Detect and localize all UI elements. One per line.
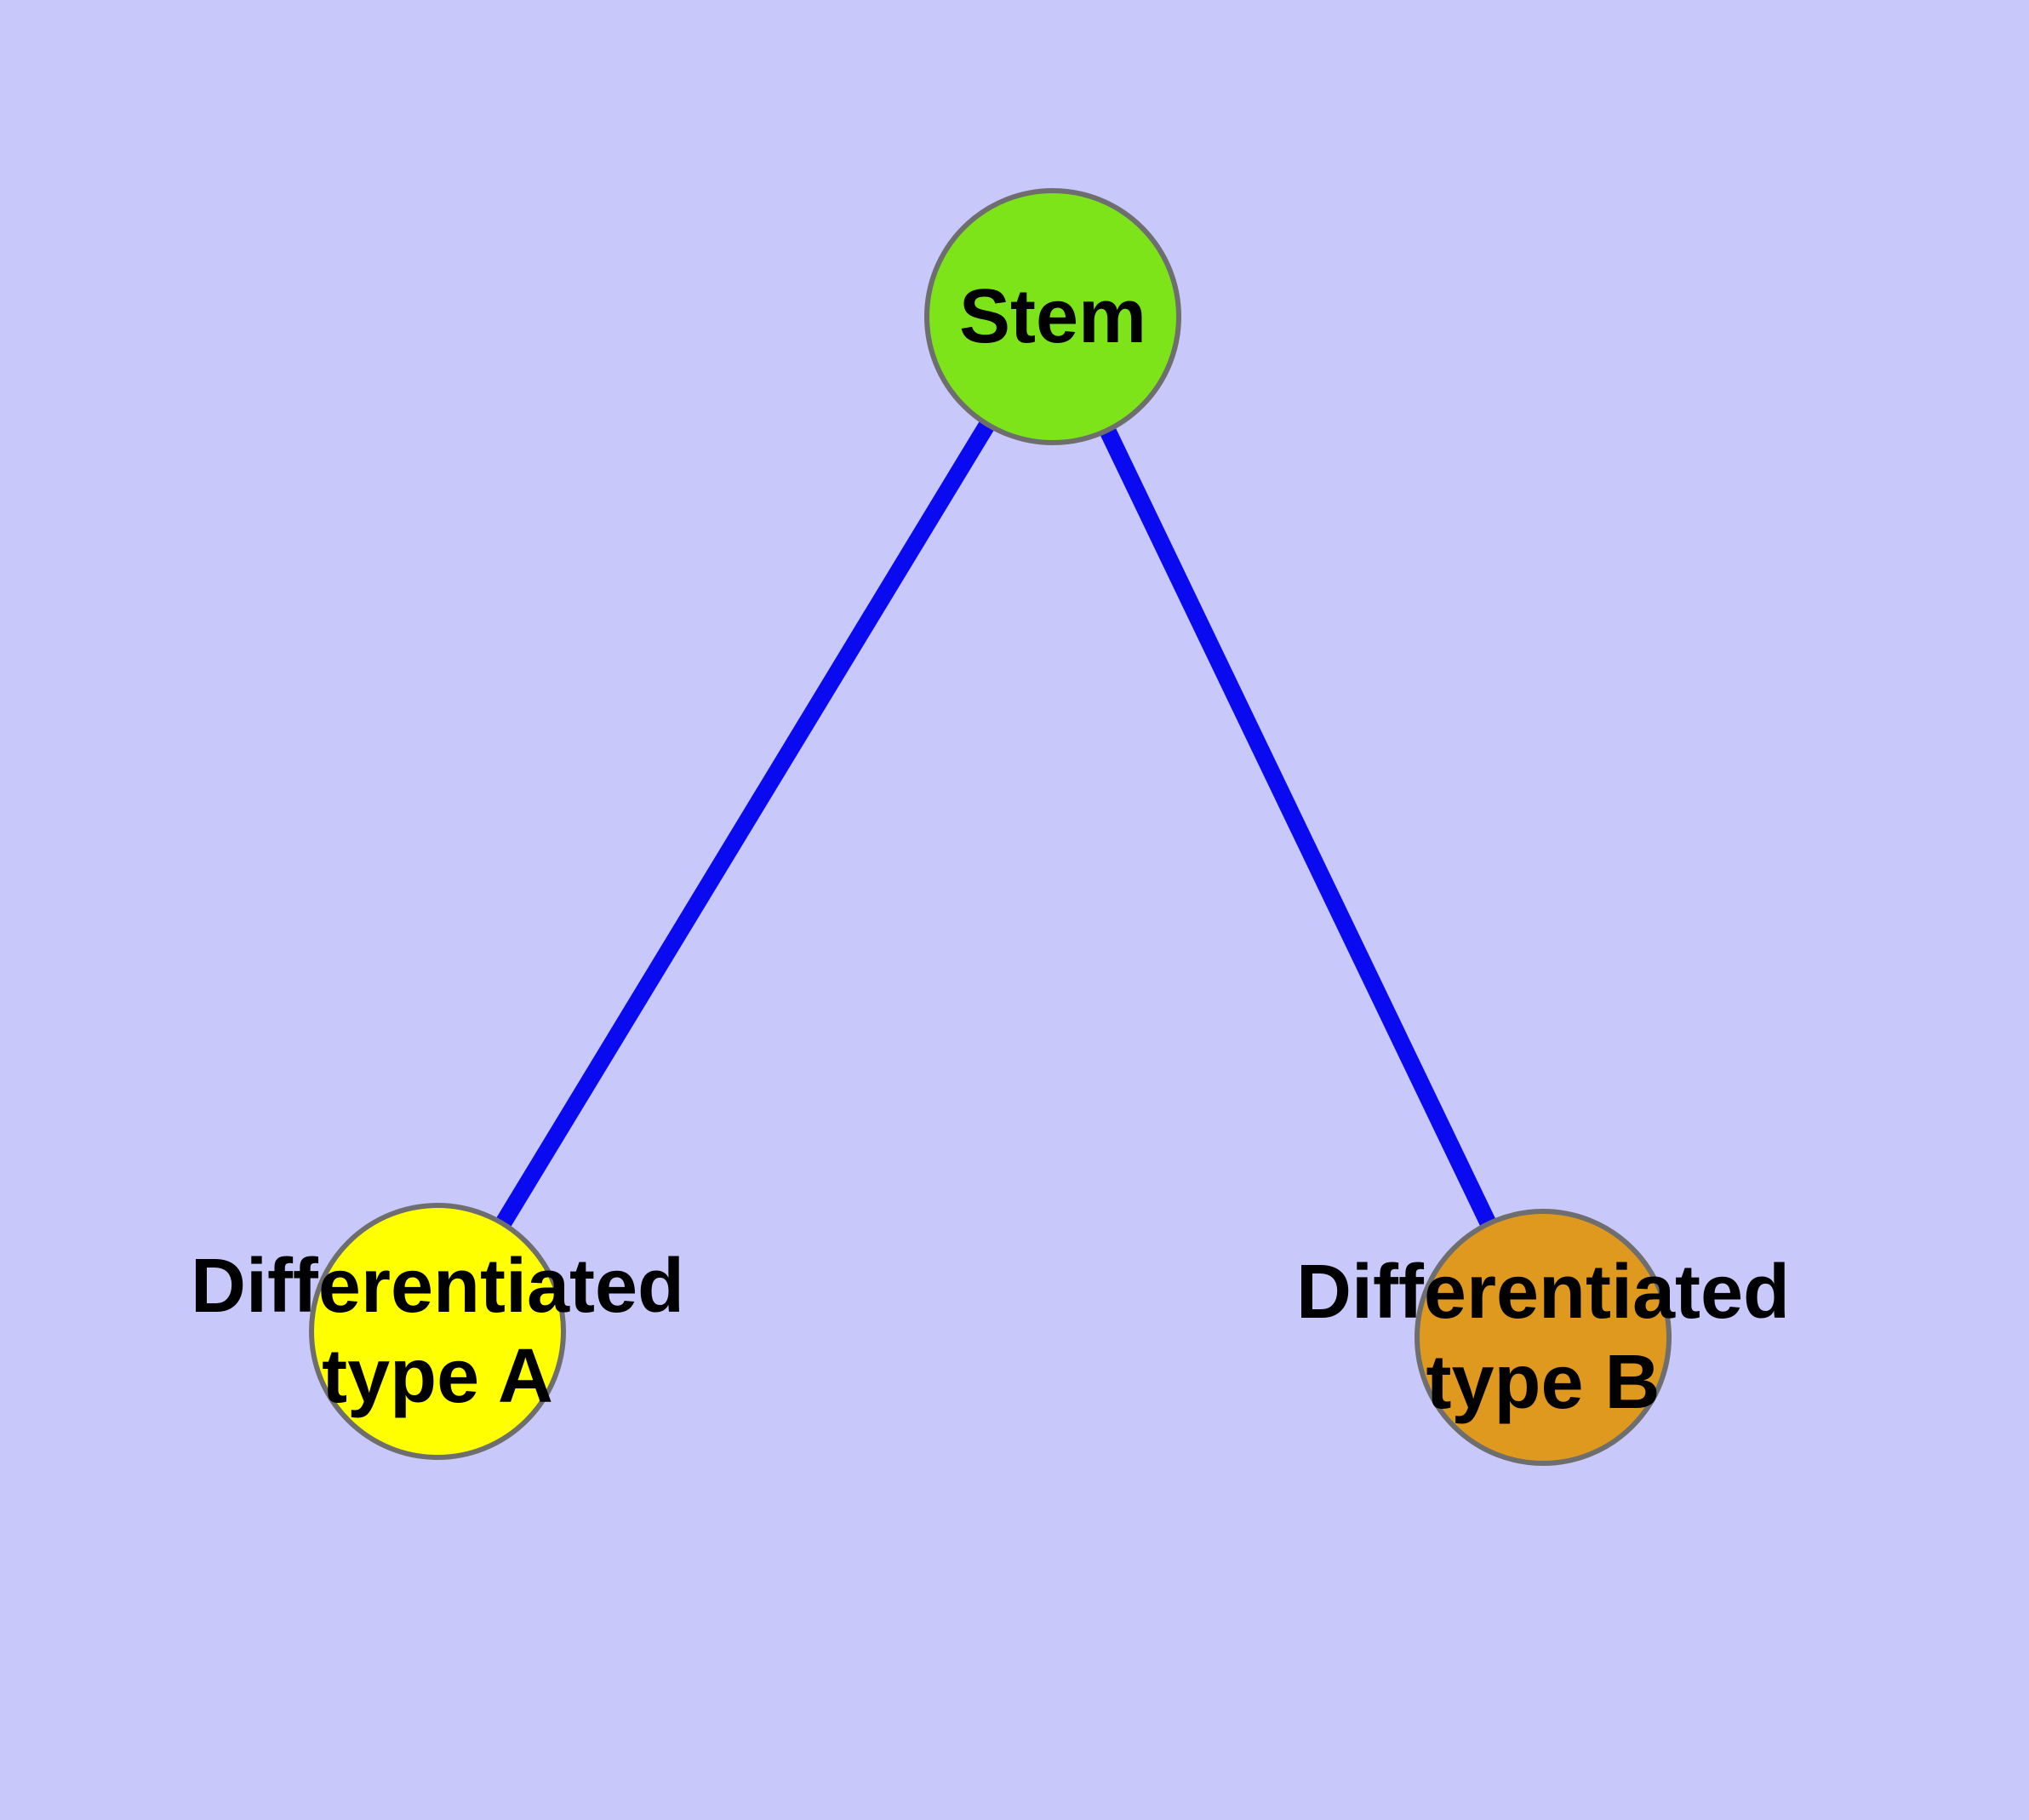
edge-layer xyxy=(430,312,1552,1342)
node-stem-label: Stem xyxy=(959,274,1146,359)
node-type-b-label-line2: type B xyxy=(1426,1340,1660,1425)
node-differentiated-type-a: Differentiated type A xyxy=(191,1203,684,1460)
node-stem: Stem xyxy=(924,188,1181,445)
node-stem-circle xyxy=(924,188,1181,445)
node-type-a-circle xyxy=(309,1203,566,1460)
edge-stem-to-type-b xyxy=(1044,312,1552,1342)
node-type-b-circle xyxy=(1415,1209,1672,1466)
node-type-a-label-line1: Differentiated xyxy=(191,1244,684,1329)
node-type-a-label-line2: type A xyxy=(322,1334,553,1419)
node-differentiated-type-b: Differentiated type B xyxy=(1296,1209,1790,1466)
edge-stem-to-type-a xyxy=(430,312,1060,1336)
node-type-b-label-line1: Differentiated xyxy=(1296,1250,1790,1335)
